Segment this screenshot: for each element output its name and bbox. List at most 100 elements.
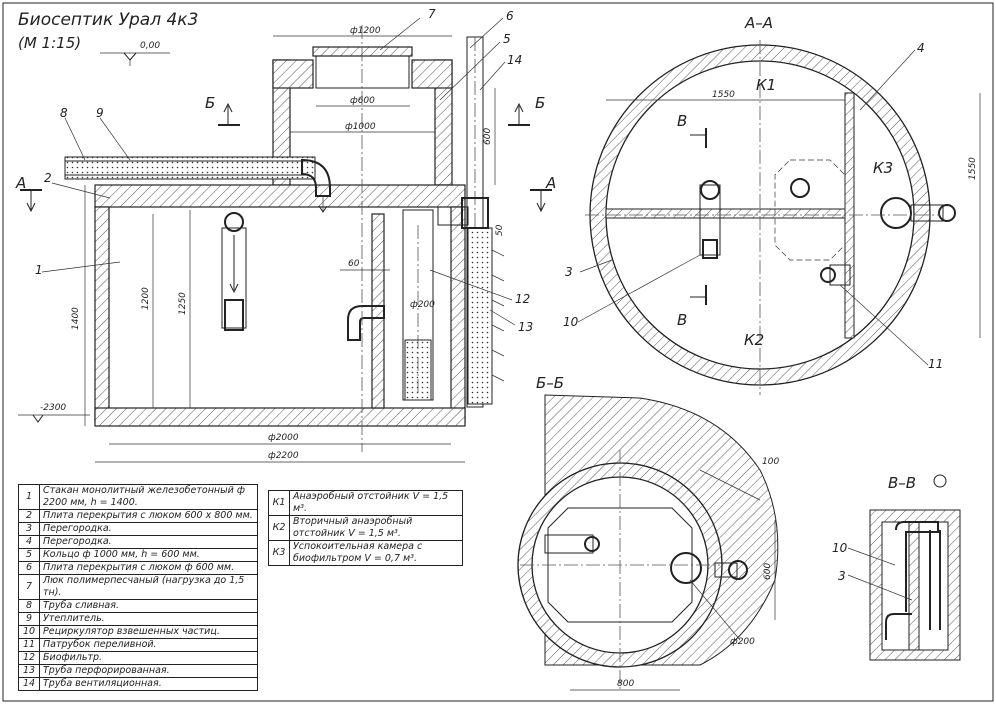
legend-number: 11 — [18, 638, 40, 652]
top-slab-right — [411, 59, 453, 89]
section-vv-view: В–В 10 3 — [832, 474, 961, 661]
volume-chamber: К1 — [268, 490, 290, 516]
legend-text: Плита перекрытия с люком 600 х 800 мм. — [39, 509, 258, 523]
legend-number: 6 — [18, 561, 40, 575]
insulation — [64, 156, 316, 180]
perforated-pipe — [467, 227, 493, 405]
legend-text: Стакан монолитный железобетонный ф 2200 … — [39, 484, 258, 510]
manhole-cover — [312, 46, 413, 57]
legend-number: 5 — [18, 548, 40, 562]
legend-text: Перегородка. — [39, 535, 258, 549]
section-vv-label: В–В — [888, 474, 916, 492]
dim-d2000: ф2000 — [268, 433, 299, 443]
overflow-pipe — [347, 305, 385, 341]
volume-text: Успокоительная камера с биофильтром V = … — [289, 540, 463, 566]
callout-7: 7 — [428, 7, 436, 21]
section-bb-label: Б–Б — [536, 374, 564, 392]
aa-dim-1550-horizontal: 1550 — [712, 90, 735, 100]
bb-dim-800: 800 — [617, 679, 634, 689]
legend-text: Труба сливная. — [39, 599, 258, 613]
volume-text: Вторичный анаэробный отстойник V = 1,5 м… — [289, 515, 463, 541]
legend-text: Перегородка. — [39, 522, 258, 536]
aa-callout-10: 10 — [563, 315, 579, 329]
top-slab-left — [272, 59, 314, 89]
tank-wall-left — [94, 206, 110, 423]
legend-text: Утеплитель. — [39, 612, 258, 626]
floor-slab — [94, 184, 466, 208]
aa-chamber-k1: К1 — [756, 76, 776, 94]
callout-14: 14 — [507, 53, 522, 67]
cut-b-right: Б — [535, 94, 545, 112]
legend-text: Труба перфорированная. — [39, 664, 258, 678]
callout-8: 8 — [60, 106, 68, 120]
callout-2: 2 — [44, 171, 52, 185]
section-bb-view: Б–Б 800 600 100 ф200 — [517, 374, 779, 691]
legend-number: 9 — [18, 612, 40, 626]
section-aa-view: А–А В В К1 К2 К3 1550 — [563, 14, 981, 395]
partition — [371, 213, 385, 409]
callout-13: 13 — [518, 320, 533, 334]
drawing-scale: (М 1:15) — [18, 34, 81, 52]
legend-text: Люк полимерпесчаный (нагрузка до 1,5 тн)… — [39, 574, 258, 600]
legend-number: 1 — [18, 484, 40, 510]
legend-text: Патрубок переливной. — [39, 638, 258, 652]
cut-b-left: Б — [205, 94, 215, 112]
bb-dim-100: 100 — [762, 457, 779, 467]
callout-1: 1 — [35, 263, 43, 277]
dim-d1000: ф1000 — [345, 122, 376, 132]
legend-number: 2 — [18, 509, 40, 523]
dim-h1250: 1250 — [178, 292, 188, 315]
volume-text: Анаэробный отстойник V = 1,5 м³. — [289, 490, 463, 516]
callout-12: 12 — [515, 292, 530, 306]
tank-wall-right — [450, 206, 466, 423]
front-section-view: 0,00 — [15, 7, 556, 463]
legend-number: 14 — [18, 677, 40, 691]
dim-w60: 60 — [348, 259, 360, 269]
aa-callout-11: 11 — [928, 357, 943, 371]
legend-number: 10 — [18, 625, 40, 639]
aa-partition-4 — [844, 92, 855, 339]
volume-chamber: К2 — [268, 515, 290, 541]
legend-number: 7 — [18, 574, 40, 600]
dim-d2200: ф2200 — [268, 451, 299, 461]
vv-callout-10: 10 — [832, 541, 848, 555]
cut-v-top: В — [677, 112, 687, 130]
bb-dim-600: 600 — [763, 563, 773, 580]
callout-6: 6 — [506, 9, 514, 23]
legend-number: 13 — [18, 664, 40, 678]
dim-h600: 600 — [483, 128, 493, 145]
aa-dim-1550-vertical: 1550 — [968, 157, 978, 180]
callout-9: 9 — [96, 106, 104, 120]
section-aa-label: А–А — [744, 14, 773, 32]
legend-text: Биофильтр. — [39, 651, 258, 665]
aa-chamber-k2: К2 — [744, 331, 764, 349]
tank-bottom — [94, 407, 466, 427]
legend-number: 8 — [18, 599, 40, 613]
level-zero-label: 0,00 — [140, 41, 160, 51]
bb-dim-d200: ф200 — [730, 637, 755, 647]
dim-d600: ф600 — [350, 96, 375, 106]
dim-d200: ф200 — [410, 300, 435, 310]
legend-text: Труба вентиляционная. — [39, 677, 258, 691]
